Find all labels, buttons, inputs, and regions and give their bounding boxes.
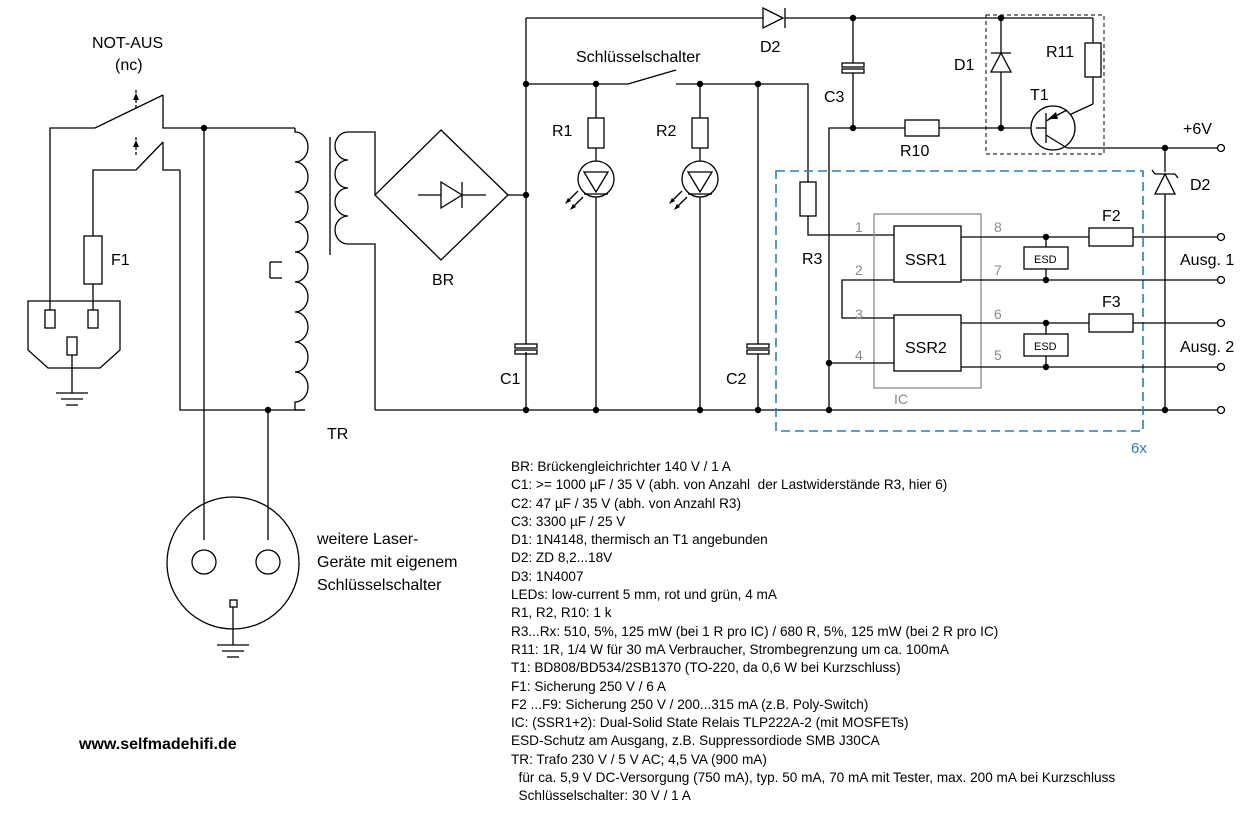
note-line: F2 ...F9: Sicherung 250 V / 200...315 mA… bbox=[511, 696, 869, 712]
note-line: C2: 47 µF / 35 V (abh. von Anzahl R3) bbox=[511, 495, 741, 511]
f1-label: F1 bbox=[111, 252, 130, 269]
resistor-r11 bbox=[1084, 42, 1102, 78]
resistor-r2 bbox=[691, 117, 709, 149]
led-2 bbox=[669, 160, 719, 210]
r11-label: R11 bbox=[1046, 44, 1074, 61]
diode-d1 bbox=[989, 51, 1013, 73]
resistor-r3 bbox=[799, 181, 817, 217]
ausg2-label: Ausg. 2 bbox=[1180, 339, 1234, 356]
d2-top-label: D2 bbox=[760, 39, 781, 56]
diode-d2-top bbox=[762, 6, 786, 30]
note-line: LEDs: low-current 5 mm, rot und grün, 4 … bbox=[511, 587, 777, 603]
note-line: D3: 1N4007 bbox=[511, 568, 584, 584]
pin-3: 3 bbox=[855, 306, 863, 322]
note-line: C1: >= 1000 µF / 35 V (abh. von Anzahl d… bbox=[511, 477, 948, 493]
pin-5: 5 bbox=[994, 347, 1002, 363]
note-line: Schlüsselschalter: 30 V / 1 A bbox=[511, 788, 691, 804]
tr-label: TR bbox=[327, 426, 348, 443]
times6-label: 6x bbox=[1131, 440, 1147, 457]
laser-text-2: Geräte mit eigenem bbox=[317, 554, 458, 571]
ssr1-block bbox=[893, 225, 962, 283]
capacitor-c3 bbox=[841, 62, 865, 74]
ssr2-block bbox=[893, 314, 962, 372]
note-line: F1: Sicherung 250 V / 6 A bbox=[511, 678, 666, 694]
emergency-stop-switch bbox=[94, 90, 180, 171]
pin-6: 6 bbox=[994, 306, 1002, 322]
resistor-r10 bbox=[904, 119, 940, 137]
bridge-rectifier-br bbox=[374, 129, 509, 261]
note-line: D2: ZD 8,2...18V bbox=[511, 550, 613, 566]
r10-label: R10 bbox=[900, 143, 929, 160]
note-line: R11: 1R, 1/4 W für 30 mA Verbraucher, St… bbox=[511, 641, 949, 657]
led-1 bbox=[565, 160, 615, 210]
c3-label: C3 bbox=[824, 89, 845, 106]
ic-label: IC bbox=[894, 391, 908, 407]
esd-1 bbox=[1023, 246, 1069, 270]
r3-label: R3 bbox=[802, 251, 823, 268]
capacitor-c1 bbox=[514, 343, 538, 355]
note-line: R1, R2, R10: 1 k bbox=[511, 605, 612, 621]
note-line: T1: BD808/BD534/2SB1370 (TO-220, da 0,6 … bbox=[511, 660, 901, 676]
r2-label: R2 bbox=[656, 123, 677, 140]
esd2-label: ESD bbox=[1034, 341, 1057, 353]
nc-label: (nc) bbox=[115, 57, 143, 74]
pin-7: 7 bbox=[994, 262, 1002, 278]
component-notes: BR: Brückengleichrichter 140 V / 1 A C1:… bbox=[511, 458, 1251, 806]
note-line: IC: (SSR1+2): Dual-Solid State Relais TL… bbox=[511, 715, 909, 731]
website-link[interactable]: www.selfmadehifi.de bbox=[79, 736, 237, 753]
output-module-box bbox=[775, 170, 1144, 432]
t1-label: T1 bbox=[1030, 87, 1049, 104]
pin-2: 2 bbox=[855, 262, 863, 278]
f2-label: F2 bbox=[1102, 208, 1121, 225]
ssr2-label: SSR2 bbox=[905, 340, 947, 357]
ausg1-label: Ausg. 1 bbox=[1180, 252, 1234, 269]
fuse-f2 bbox=[1088, 227, 1134, 247]
br-label: BR bbox=[432, 272, 454, 289]
schluesselschalter-label: Schlüsselschalter bbox=[576, 49, 701, 66]
fuse-f1 bbox=[83, 235, 103, 285]
thermal-coupling-box bbox=[985, 14, 1105, 155]
esd1-label: ESD bbox=[1034, 254, 1057, 266]
note-line: ESD-Schutz am Ausgang, z.B. Suppressordi… bbox=[511, 733, 880, 749]
ssr1-label: SSR1 bbox=[905, 252, 947, 269]
transistor-t1 bbox=[1030, 105, 1076, 151]
note-line: D1: 1N4148, thermisch an T1 angebunden bbox=[511, 532, 768, 548]
pin-1: 1 bbox=[855, 219, 863, 235]
pin-8: 8 bbox=[994, 219, 1002, 235]
note-line: C3: 3300 µF / 25 V bbox=[511, 513, 626, 529]
r1-label: R1 bbox=[552, 123, 573, 140]
esd-2 bbox=[1023, 333, 1069, 357]
laser-text-1: weitere Laser- bbox=[316, 531, 418, 548]
note-line: für ca. 5,9 V DC-Versorgung (750 mA), ty… bbox=[511, 770, 1116, 786]
note-line: R3...Rx: 510, 5%, 125 mW (bei 1 R pro IC… bbox=[511, 623, 999, 639]
laser-text-3: Schlüsselschalter bbox=[317, 577, 442, 594]
plus6v-label: +6V bbox=[1183, 121, 1212, 138]
capacitor-c2 bbox=[746, 343, 770, 355]
laser-socket bbox=[166, 496, 300, 658]
mains-socket bbox=[27, 300, 121, 406]
d2-right-label: D2 bbox=[1190, 177, 1211, 194]
resistor-r1 bbox=[587, 117, 605, 149]
pin-4: 4 bbox=[855, 347, 863, 363]
f3-label: F3 bbox=[1102, 294, 1121, 311]
fuse-f3 bbox=[1088, 313, 1134, 333]
ic-outline bbox=[873, 213, 982, 389]
not-aus-label: NOT-AUS bbox=[92, 35, 163, 52]
c1-label: C1 bbox=[500, 371, 521, 388]
c2-label: C2 bbox=[726, 371, 747, 388]
diode-d2-right bbox=[1151, 169, 1179, 195]
note-line: TR: Trafo 230 V / 5 V AC; 4,5 VA (900 mA… bbox=[511, 751, 767, 767]
transformer-tr bbox=[269, 128, 349, 411]
note-line: BR: Brückengleichrichter 140 V / 1 A bbox=[511, 459, 731, 474]
d1-label: D1 bbox=[954, 57, 975, 74]
